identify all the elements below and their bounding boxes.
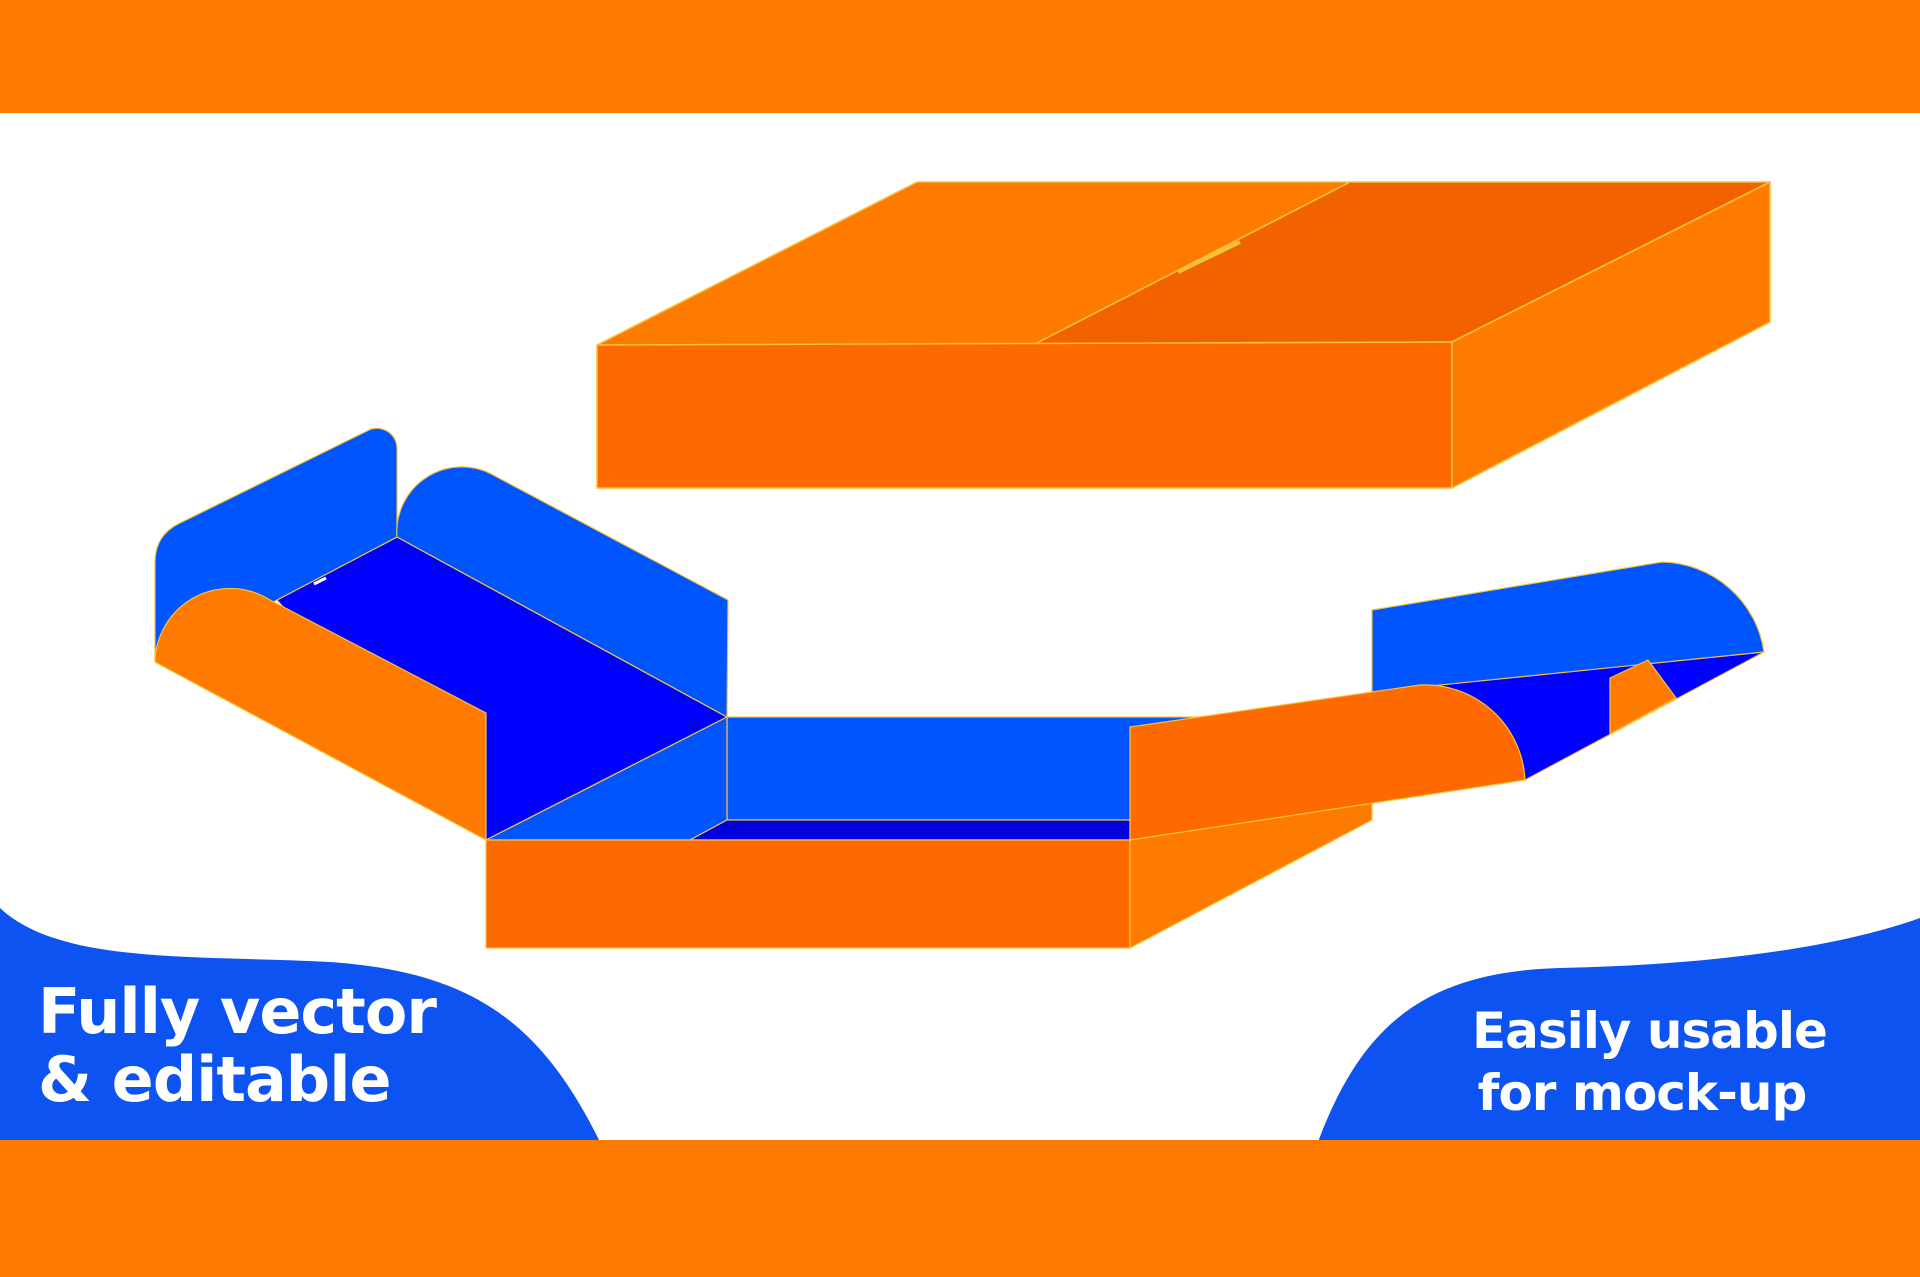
closed-box-seam-mark	[1177, 240, 1241, 274]
open-box-right-back-wall	[1371, 561, 1765, 693]
left-wave-shape	[0, 908, 600, 1142]
closed-box-front	[596, 341, 1453, 489]
caption-left-line2: & editable	[38, 1043, 391, 1116]
open-box-front-wall	[485, 839, 1131, 949]
caption-fully-vector: Fully vector & editable	[38, 975, 437, 1116]
caption-easily-usable: Easily usable for mock-up	[1472, 1000, 1828, 1124]
open-box-lock-tab	[1609, 659, 1677, 735]
open-box-left-front-wall	[154, 587, 487, 841]
open-box-right-flap	[1129, 684, 1526, 841]
open-box-left-notch	[313, 576, 327, 586]
top-banner	[0, 0, 1920, 113]
caption-right-line2: for mock-up	[1477, 1064, 1808, 1122]
open-box-icon	[154, 427, 1765, 949]
open-box-floor-strip	[689, 819, 1131, 841]
caption-right-line1: Easily usable	[1472, 1002, 1828, 1060]
closed-box-side	[1451, 181, 1771, 489]
closed-box-icon	[596, 181, 1771, 489]
right-wave-shape	[1318, 918, 1920, 1142]
bottom-banner	[0, 1140, 1920, 1277]
caption-left-line1: Fully vector	[38, 975, 437, 1048]
open-box-left-flap	[396, 466, 729, 718]
